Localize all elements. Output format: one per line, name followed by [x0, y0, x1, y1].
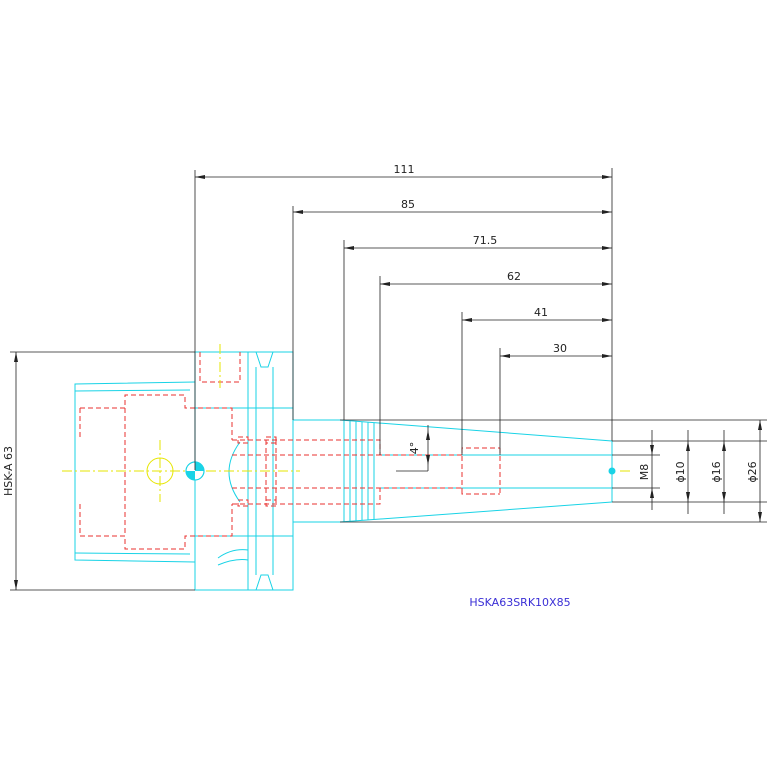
dim-taper-angle: 4°: [408, 442, 421, 455]
arrowheads: [14, 175, 762, 590]
dimension-lines: [10, 168, 767, 591]
dim-62: 62: [507, 270, 521, 283]
dim-30: 30: [553, 342, 567, 355]
dim-111: 111: [394, 163, 415, 176]
hsk-taper-shank: [74, 381, 196, 563]
dim-hsk-size: HSK-A 63: [2, 446, 15, 496]
dim-dia-26: ϕ26: [746, 461, 759, 482]
dim-85: 85: [401, 198, 415, 211]
dim-thread-m8: M8: [638, 464, 651, 481]
center-lines: [62, 344, 630, 502]
dim-71-5: 71.5: [473, 234, 498, 247]
origin-marker: [185, 461, 205, 481]
dim-41: 41: [534, 306, 548, 319]
nose-outline: [293, 419, 613, 442]
dim-dia-10: ϕ10: [674, 461, 687, 482]
dim-dia-16: ϕ16: [710, 461, 723, 482]
cross-hole: [146, 457, 174, 485]
hidden-lines: [79, 352, 501, 550]
front-point: [608, 467, 616, 475]
v-groove-bottom: [248, 574, 293, 591]
model-label: HSKA63SRK10X85: [469, 596, 570, 609]
v-groove-top: [248, 351, 293, 368]
